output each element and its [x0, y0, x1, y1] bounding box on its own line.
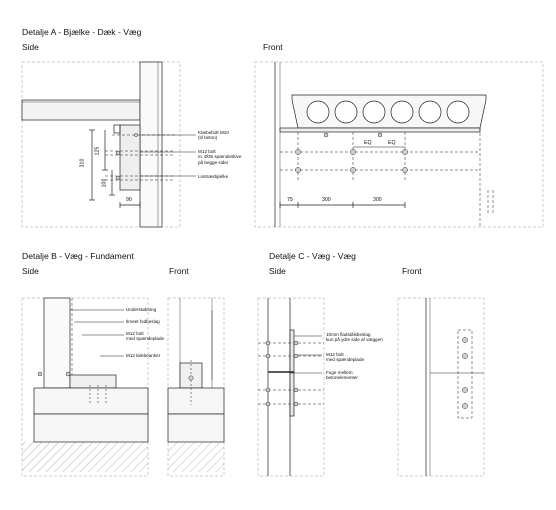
bolt-markers [37, 132, 468, 409]
callout-bolt-m12: M12 bolt m. Ø36 spændeskive på begge sid… [198, 149, 242, 165]
detail-b-title: Detalje B - Væg - Fundament [22, 251, 134, 261]
dim-125: 125 [94, 146, 101, 156]
void-circle [362, 100, 386, 124]
detail-b-side-label: Side [22, 266, 39, 276]
detail-c-side-frame [257, 297, 325, 477]
detail-c-side-label: Side [269, 266, 286, 276]
bolt-icon [293, 387, 299, 393]
callout-fuge: Fuge mellem betonelementer [326, 370, 358, 381]
bolt-icon [115, 150, 121, 156]
void-circle [418, 100, 442, 124]
detail-a-front-frame [254, 61, 544, 228]
dim-90: 90 [126, 197, 132, 203]
bolt-icon [323, 132, 329, 138]
callout-bolt-m10: Klæbebolt M10 (til beton) [198, 130, 229, 141]
detail-a-side-frame [21, 61, 181, 228]
angle-bracket [113, 124, 121, 134]
soil-hatch [22, 442, 148, 472]
detail-c-side-drawing [257, 297, 325, 477]
bolt-icon [265, 401, 271, 407]
wall-section [139, 61, 163, 228]
wall-b [43, 297, 71, 389]
bolt-icon [402, 149, 408, 155]
callout-fodbeslag: Ilmeet fodbeslag [126, 319, 160, 324]
bolt-icon [65, 371, 71, 377]
bolt-icon [115, 175, 121, 181]
bolt-icon [265, 340, 271, 346]
bolt-icon [402, 167, 408, 173]
foundation-lower [33, 413, 149, 443]
bolt-icon [265, 353, 271, 359]
callout-anker: M12 klæbeanker [126, 353, 161, 358]
detail-b-side-frame [21, 297, 149, 477]
detail-a-front-drawing [254, 61, 544, 228]
dim-75: 75 [287, 197, 293, 203]
bolt-icon [37, 371, 43, 377]
dim-100: 100 [101, 178, 108, 188]
void-circle [390, 100, 414, 124]
hollow-core-voids [306, 100, 470, 124]
bolt-icon [350, 167, 356, 173]
callout-glulam: Limtræsbjælke [198, 174, 229, 179]
detail-a-side-label: Side [22, 42, 39, 52]
callout-bolt-c: M12 bolt med spændeplade [326, 352, 365, 363]
foundation-upper [33, 387, 149, 415]
callout-fladstaal: 10mm fladstålsbeslag kun på ydre side af… [326, 332, 383, 343]
glulam-beam [119, 124, 141, 191]
bolt-icon [377, 132, 383, 138]
detail-c-title: Detalje C - Væg - Væg [269, 251, 356, 261]
detail-b-front-label: Front [169, 266, 189, 276]
bolt-icon [295, 167, 301, 173]
detail-b-front-drawing [167, 297, 225, 477]
detail-a-front-label: Front [263, 42, 283, 52]
detail-c-front-frame [397, 297, 485, 477]
bolt-icon [462, 403, 468, 409]
dim-eq-2: EQ [388, 140, 396, 146]
steel-plate-front [457, 329, 473, 419]
detail-b-front-frame [167, 297, 225, 477]
dim-eq-1: EQ [364, 140, 372, 146]
void-circle [306, 100, 330, 124]
detail-c-front-drawing [397, 297, 485, 477]
bolt-icon [293, 340, 299, 346]
deck-slab [21, 99, 141, 121]
bolt-icon [462, 353, 468, 359]
bolt-icon [293, 353, 299, 359]
bolt-icon [188, 375, 194, 381]
bolt-icon [350, 149, 356, 155]
void-circle [334, 100, 358, 124]
dim-300-b: 300 [373, 197, 382, 203]
bolt-icon [265, 387, 271, 393]
callout-understopning: Understøbning [126, 307, 157, 312]
detail-b-side-drawing [21, 297, 149, 477]
detail-c-front-label: Front [402, 266, 422, 276]
dim-300-a: 300 [322, 197, 331, 203]
foot-bracket [69, 374, 117, 389]
callout-bolt-b: M12 bolt med spændeplade [126, 331, 165, 342]
bolt-icon [134, 133, 138, 137]
bolt-icon [462, 337, 468, 343]
dim-310: 310 [79, 158, 86, 168]
glulam-beam-front [279, 127, 481, 133]
void-circle [446, 100, 470, 124]
bolt-icon [293, 401, 299, 407]
detail-a-title: Detalje A - Bjælke - Dæk - Væg [22, 27, 142, 37]
bolt-icon [295, 149, 301, 155]
bolt-icon [462, 387, 468, 393]
detail-a-side-drawing [21, 61, 196, 228]
